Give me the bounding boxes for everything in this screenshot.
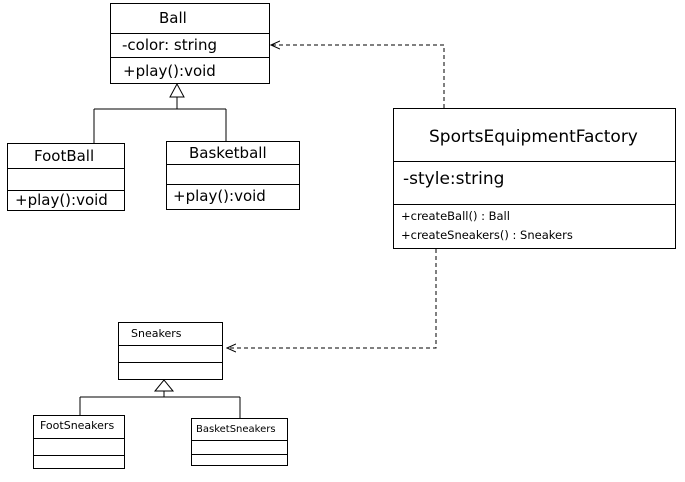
class-ball[interactable]: Ball -color: string +play():void [110,3,270,84]
class-sneakers-attributes [119,345,222,362]
class-basketball-operation: +play():void [167,184,299,209]
class-sneakers[interactable]: Sneakers [118,322,223,380]
sneakers-inheritance [79,379,241,418]
factory-to-sneakers-dependency [227,249,437,348]
sneakers-generalization-triangle [153,379,175,392]
class-basketball-name: Basketball [189,144,267,162]
class-sneakers-operations [119,362,222,379]
class-footsneakers[interactable]: FootSneakers [33,415,125,469]
class-football-attributes [8,168,124,190]
ball-inheritance [93,82,227,143]
class-ball-operation: +play():void [111,57,269,83]
class-basketsneakers-attributes [192,440,287,454]
ball-generalization-triangle [169,82,185,98]
factory-operation-create-sneakers: +createSneakers() : Sneakers [401,228,573,242]
class-factory-name: SportsEquipmentFactory [429,127,638,147]
class-basketsneakers-name: BasketSneakers [196,424,276,435]
class-factory-operations: +createBall() : Ball +createSneakers() :… [394,204,675,248]
class-basketsneakers[interactable]: BasketSneakers [191,418,288,466]
class-footsneakers-operations [34,455,124,469]
class-factory-attribute: -style:string [394,161,675,204]
class-basketsneakers-operations [192,454,287,465]
class-sneakers-name: Sneakers [131,327,182,340]
class-football-operation: +play():void [8,190,124,210]
class-football-name: FootBall [34,147,95,165]
factory-to-ball-dependency [271,45,445,108]
class-ball-attribute: -color: string [111,33,269,57]
class-basketball-attributes [167,164,299,184]
class-ball-name: Ball [159,9,187,27]
class-sports-equipment-factory[interactable]: SportsEquipmentFactory -style:string +cr… [393,108,676,249]
class-football[interactable]: FootBall +play():void [7,143,125,211]
class-footsneakers-attributes [34,438,124,455]
class-basketball[interactable]: Basketball +play():void [166,141,300,210]
class-footsneakers-name: FootSneakers [40,419,115,432]
factory-operation-create-ball: +createBall() : Ball [401,209,510,223]
